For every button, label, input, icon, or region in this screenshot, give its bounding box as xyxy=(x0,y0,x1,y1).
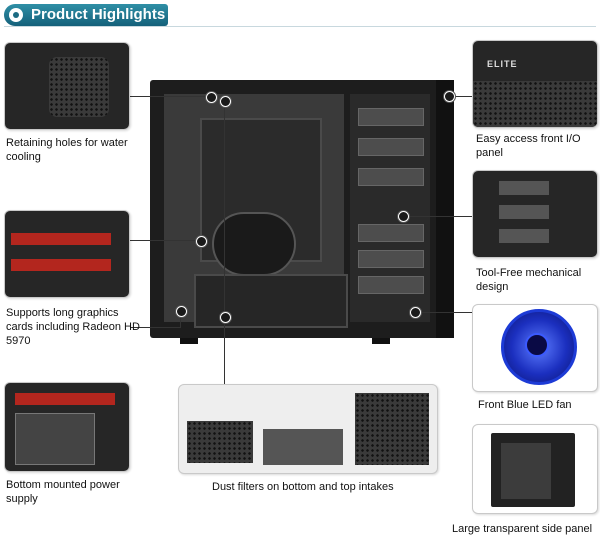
case-illustration xyxy=(150,80,454,338)
caption-graphics-cards: Supports long graphics cards including R… xyxy=(6,307,140,347)
connector-line xyxy=(130,327,180,328)
connector-line xyxy=(224,100,225,384)
section-header: Product Highlights xyxy=(4,4,168,26)
graphics-card xyxy=(11,259,111,271)
tool-free-thumbnail xyxy=(472,170,598,258)
side-panel-thumbnail xyxy=(472,424,598,514)
drive-bay xyxy=(499,205,549,219)
callout-pin xyxy=(410,307,421,318)
drive-bay xyxy=(358,168,424,186)
power-supply-unit xyxy=(15,413,95,465)
bullet-icon xyxy=(9,8,23,22)
drive-bay xyxy=(358,250,424,268)
connector-line xyxy=(130,96,212,97)
retaining-holes-grille xyxy=(49,57,109,117)
front-io-thumbnail: ELITE xyxy=(472,40,598,128)
connector-line xyxy=(404,216,472,217)
caption-front-io: Easy access front I/O panel xyxy=(476,133,581,159)
front-bezel xyxy=(436,80,454,338)
callout-pin xyxy=(176,306,187,317)
callout-pin xyxy=(220,312,231,323)
callout-pin xyxy=(196,236,207,247)
caption-led-fan: Front Blue LED fan xyxy=(478,399,572,411)
caption-retaining-holes: Retaining holes for water cooling xyxy=(6,137,128,163)
graphics-card-thumbnail xyxy=(4,210,130,298)
psu-bay xyxy=(194,274,348,328)
dust-filter xyxy=(187,421,253,463)
callout-pin xyxy=(444,91,455,102)
top-intake-filter xyxy=(355,393,429,465)
callout-pin xyxy=(220,96,231,107)
cpu-cutout xyxy=(212,212,296,276)
caption-side-panel: Large transparent side panel xyxy=(452,523,593,535)
drive-bay xyxy=(358,138,424,156)
connector-line xyxy=(450,96,472,97)
drive-bay xyxy=(358,276,424,294)
connector-line xyxy=(130,240,200,241)
callout-pin xyxy=(206,92,217,103)
connector-line xyxy=(180,312,181,328)
caption-tool-free: Tool-Free mechanical design xyxy=(476,267,582,293)
transparent-window xyxy=(501,443,551,499)
case-bottom xyxy=(263,429,343,465)
drive-bay xyxy=(358,224,424,242)
drive-bays xyxy=(350,94,430,322)
page-title: Product Highlights xyxy=(31,6,166,23)
case-foot xyxy=(372,338,390,344)
dust-filters-thumbnail xyxy=(178,384,438,474)
drive-bay xyxy=(499,181,549,195)
header-divider xyxy=(4,26,596,27)
power-supply-thumbnail xyxy=(4,382,130,472)
fan-hub xyxy=(525,333,549,357)
drive-bay xyxy=(358,108,424,126)
water-cooling-thumbnail xyxy=(4,42,130,130)
caption-power-supply: Bottom mounted power supply xyxy=(6,479,120,505)
led-fan-thumbnail xyxy=(472,304,598,392)
graphics-card xyxy=(15,393,115,405)
caption-dust-filters: Dust filters on bottom and top intakes xyxy=(212,481,394,493)
case-foot xyxy=(180,338,198,344)
front-mesh xyxy=(473,81,597,127)
connector-line xyxy=(414,312,472,313)
drive-bay xyxy=(499,229,549,243)
callout-pin xyxy=(398,211,409,222)
front-io-logo: ELITE xyxy=(487,59,518,69)
graphics-card xyxy=(11,233,111,245)
case-interior xyxy=(164,94,348,328)
